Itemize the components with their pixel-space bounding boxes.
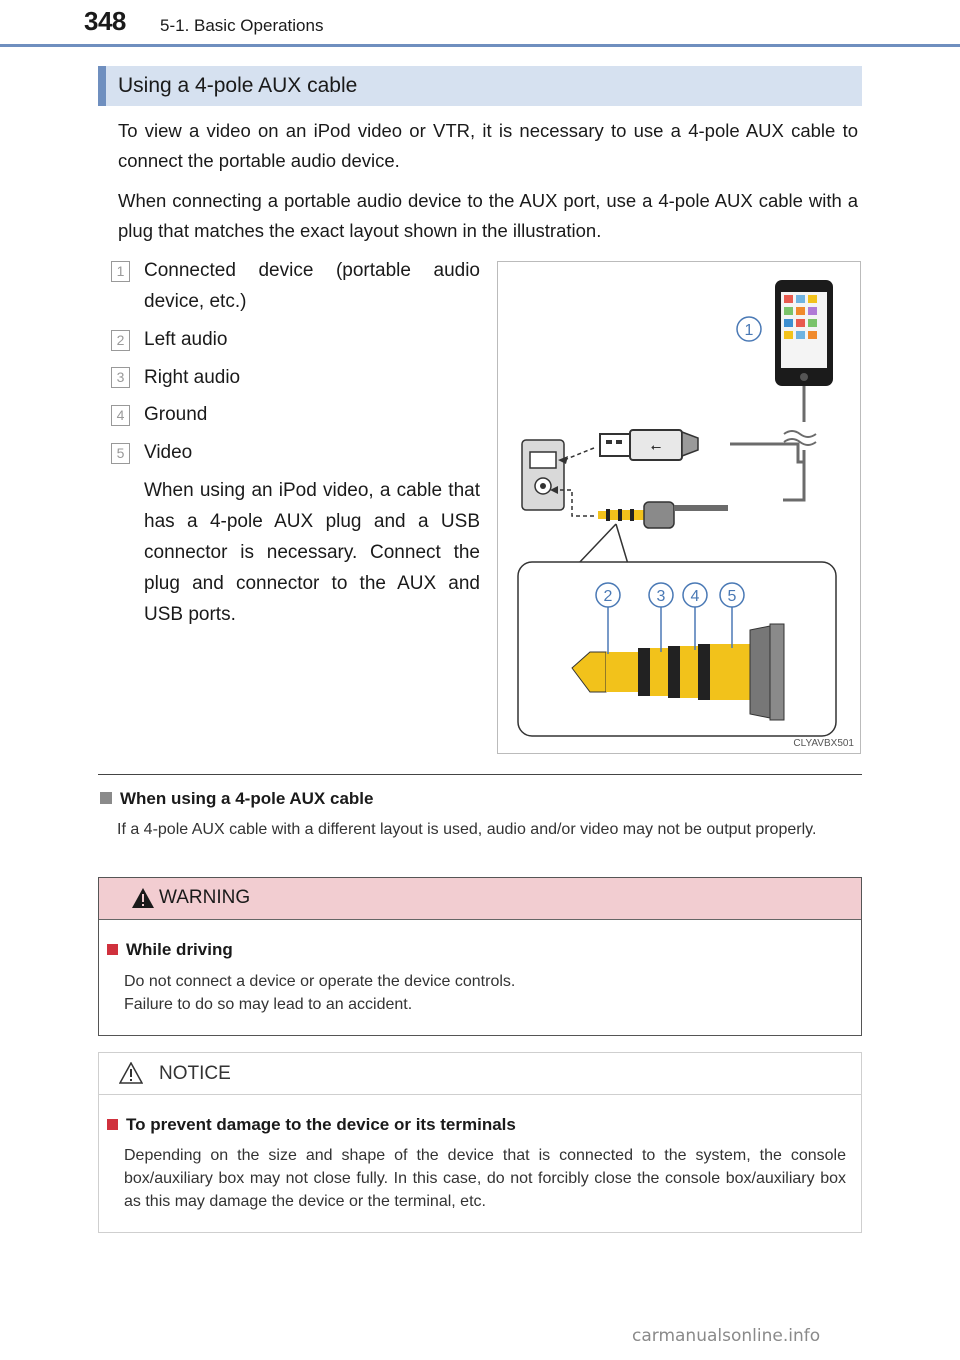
- intro-paragraph-2: When connecting a portable audio device …: [118, 190, 858, 241]
- aux-plug-small-icon: [598, 501, 728, 529]
- page-number: 348: [84, 6, 126, 36]
- item-number-1: 1: [111, 261, 130, 282]
- warning-title: While driving: [107, 940, 233, 960]
- aux-cable-illustration: 1 ⭠: [497, 261, 861, 754]
- item-number-2: 2: [111, 330, 130, 351]
- warning-box: WARNING While driving Do not connect a d…: [98, 877, 862, 1036]
- svg-text:⭠: ⭠: [651, 440, 661, 455]
- callout-2: 2: [595, 582, 621, 608]
- notice-header: NOTICE: [99, 1053, 861, 1095]
- header-rule: [0, 44, 960, 47]
- section-breadcrumb: 5-1. Basic Operations: [160, 16, 324, 35]
- section-heading: Using a 4-pole AUX cable: [98, 66, 862, 106]
- notice-title: To prevent damage to the device or its t…: [107, 1115, 516, 1135]
- port-panel-icon: [521, 439, 565, 511]
- section-heading-text: Using a 4-pole AUX cable: [118, 74, 358, 97]
- notice-label: NOTICE: [159, 1063, 231, 1084]
- warning-triangle-icon: [132, 888, 154, 908]
- svg-text:3: 3: [657, 588, 666, 605]
- watermark: carmanualsonline.info: [632, 1326, 821, 1346]
- notice-body: Depending on the size and shape of the d…: [124, 1147, 846, 1210]
- note-title: When using a 4-pole AUX cable: [100, 789, 373, 809]
- usb-plug-icon: ⭠: [599, 429, 699, 461]
- item-label-3: Right audio: [144, 367, 241, 388]
- item-label-1: Connected device (portable audio device,…: [144, 260, 480, 312]
- warning-line-2: Failure to do so may lead to an accident…: [124, 996, 413, 1013]
- item-number-3: 3: [111, 367, 130, 388]
- warning-label: WARNING: [159, 887, 251, 908]
- warning-header: WARNING: [99, 878, 861, 920]
- note-title-text: When using a 4-pole AUX cable: [120, 789, 374, 808]
- item-label-2: Left audio: [144, 329, 228, 350]
- red-square-icon: [107, 944, 118, 955]
- svg-text:4: 4: [691, 588, 700, 605]
- note-body: If a 4-pole AUX cable with a different l…: [117, 821, 817, 838]
- item-number-4: 4: [111, 405, 130, 426]
- intro-paragraph-1: To view a video on an iPod video or VTR,…: [118, 120, 858, 171]
- notice-title-text: To prevent damage to the device or its t…: [126, 1115, 516, 1134]
- item-label-5: Video: [144, 442, 193, 463]
- illustration-code: CLYAVBX501: [793, 738, 854, 749]
- aux-plug-large-icon: [571, 623, 785, 721]
- video-note: When using an iPod video, a cable that h…: [144, 480, 480, 625]
- callout-1: 1: [736, 316, 762, 342]
- warning-title-text: While driving: [126, 940, 233, 959]
- gray-square-icon: [100, 792, 112, 804]
- callout-5: 5: [719, 582, 745, 608]
- smartphone-icon: [775, 280, 833, 386]
- svg-text:1: 1: [745, 322, 754, 339]
- caution-triangle-icon: [119, 1062, 143, 1084]
- item-number-5: 5: [111, 443, 130, 464]
- callout-3: 3: [648, 582, 674, 608]
- notice-box: NOTICE To prevent damage to the device o…: [98, 1052, 862, 1233]
- svg-text:5: 5: [728, 588, 737, 605]
- divider: [98, 774, 862, 775]
- item-label-4: Ground: [144, 404, 208, 425]
- warning-line-1: Do not connect a device or operate the d…: [124, 973, 516, 990]
- red-square-icon: [107, 1119, 118, 1130]
- svg-text:2: 2: [604, 588, 613, 605]
- callout-4: 4: [682, 582, 708, 608]
